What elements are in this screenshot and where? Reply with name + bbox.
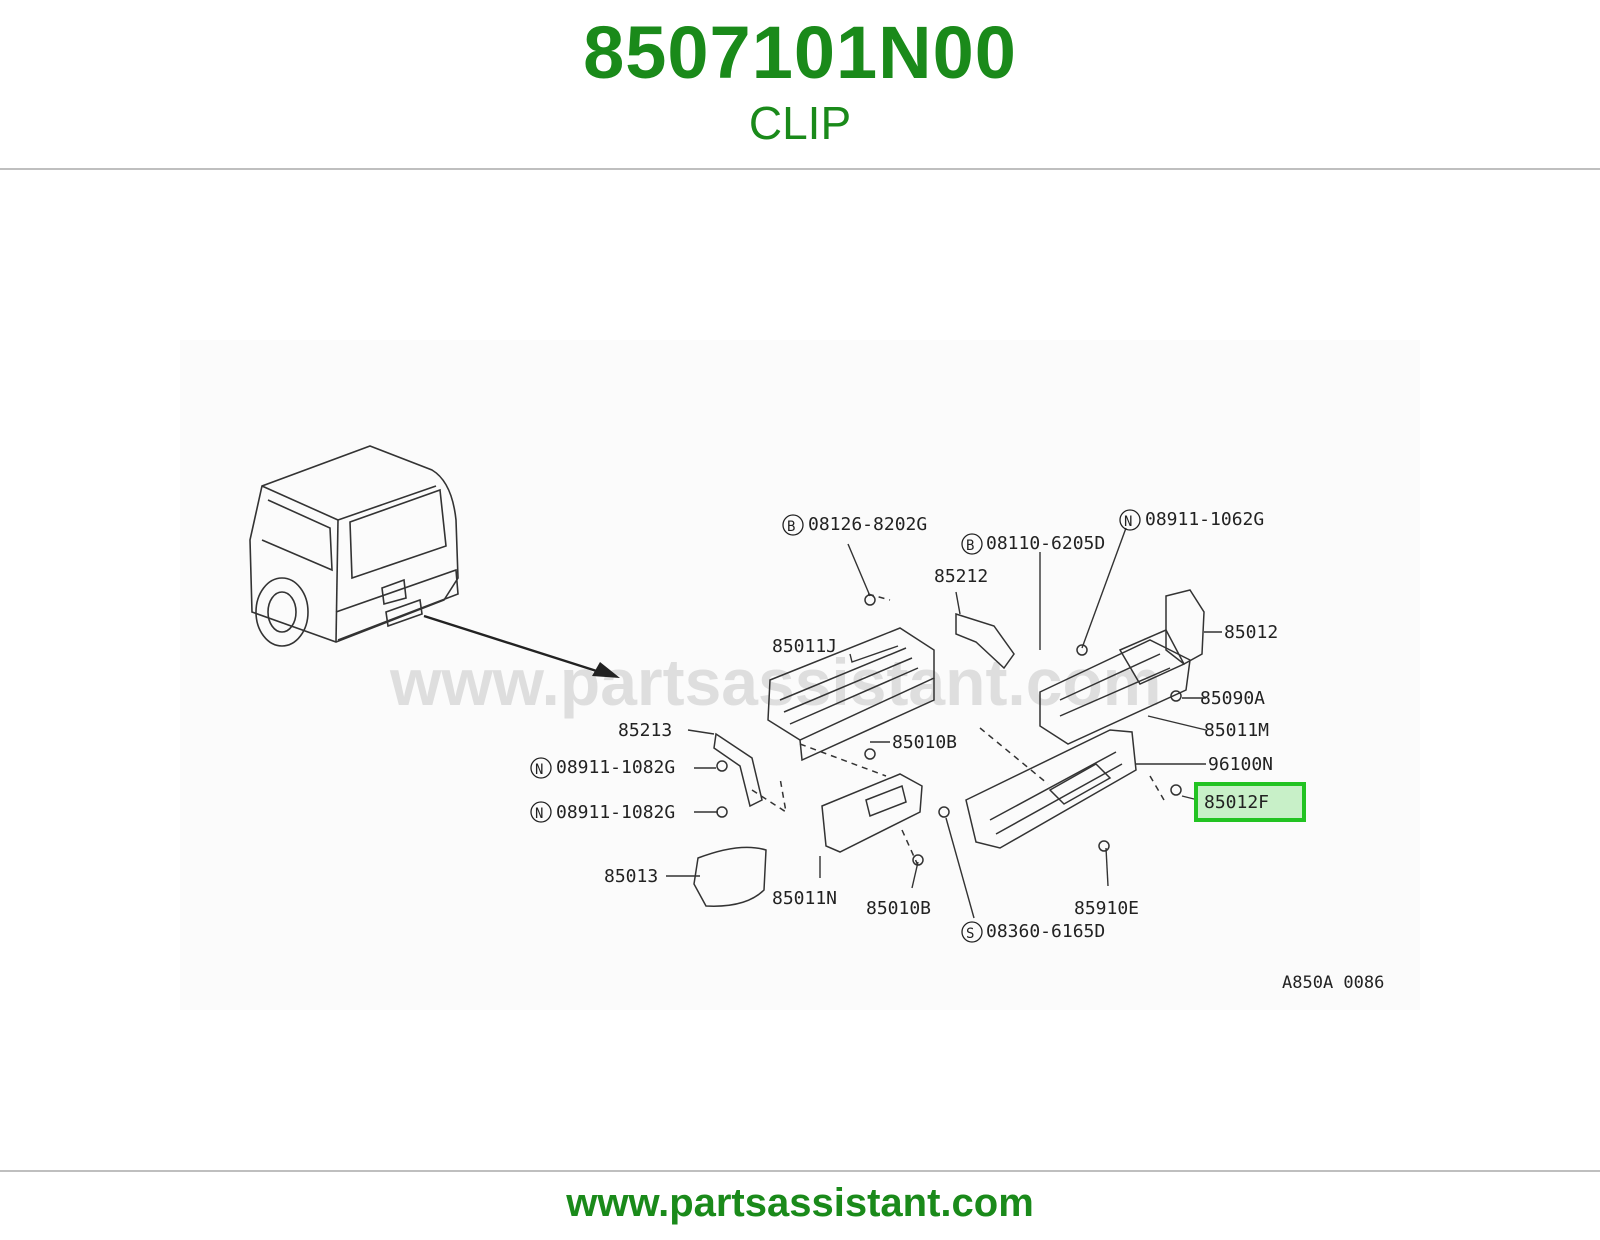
callout-label: 08911-1082G bbox=[556, 802, 675, 823]
prefix-badge bbox=[961, 921, 983, 943]
callout-label-highlighted: 85012F bbox=[1204, 792, 1269, 813]
callout-label: 08911-1062G bbox=[1145, 509, 1264, 530]
callout-label: 85090A bbox=[1200, 688, 1265, 709]
prefix-badge bbox=[961, 533, 983, 555]
callout-labels: B 08126-8202G B 08110-6205D N 08911-1062… bbox=[530, 509, 1384, 993]
callout-label: 85212 bbox=[934, 566, 988, 587]
view-arrow bbox=[423, 614, 620, 678]
callout-prefix: N bbox=[1124, 514, 1132, 530]
prefix-badge bbox=[530, 801, 552, 823]
callout-leaders bbox=[666, 527, 1222, 919]
callout-prefix: S bbox=[966, 926, 974, 942]
callout-label: 85910E bbox=[1074, 898, 1139, 919]
callout-label: 85213 bbox=[618, 720, 672, 741]
prefix-badge bbox=[782, 514, 804, 536]
footer-url[interactable]: www.partsassistant.com bbox=[566, 1181, 1034, 1225]
drawing-code: A850A 0086 bbox=[1282, 973, 1384, 993]
callout-label: 85010B bbox=[892, 732, 957, 753]
callout-prefix: N bbox=[535, 806, 543, 822]
callout-label: 85013 bbox=[604, 866, 658, 887]
callout-label: 08110-6205D bbox=[986, 533, 1105, 554]
page-header: 8507101N00 CLIP bbox=[0, 0, 1600, 168]
footer-divider bbox=[0, 1170, 1600, 1172]
callout-label: 85011M bbox=[1204, 720, 1269, 741]
prefix-badge bbox=[1119, 509, 1141, 531]
part-number: 8507101N00 bbox=[583, 11, 1017, 94]
callout-prefix: B bbox=[787, 519, 795, 535]
callout-label: 08126-8202G bbox=[808, 514, 927, 535]
callout-label: 85010B bbox=[866, 898, 931, 919]
vehicle-illustration bbox=[249, 445, 459, 647]
callout-label: 08360-6165D bbox=[986, 921, 1105, 942]
header-divider bbox=[0, 168, 1600, 170]
callout-label: 85011N bbox=[772, 888, 837, 909]
callout-label: 08911-1082G bbox=[556, 757, 675, 778]
callout-label: 85011J bbox=[772, 636, 837, 657]
highlight-box bbox=[1194, 782, 1306, 822]
callout-prefix: N bbox=[535, 762, 543, 778]
callout-label: 96100N bbox=[1208, 754, 1273, 775]
callout-prefix: B bbox=[966, 538, 974, 554]
watermark-text: www.partsassistant.com bbox=[389, 645, 1161, 719]
part-name: CLIP bbox=[748, 97, 852, 149]
callout-label: 85012 bbox=[1224, 622, 1278, 643]
prefix-badge bbox=[530, 757, 552, 779]
